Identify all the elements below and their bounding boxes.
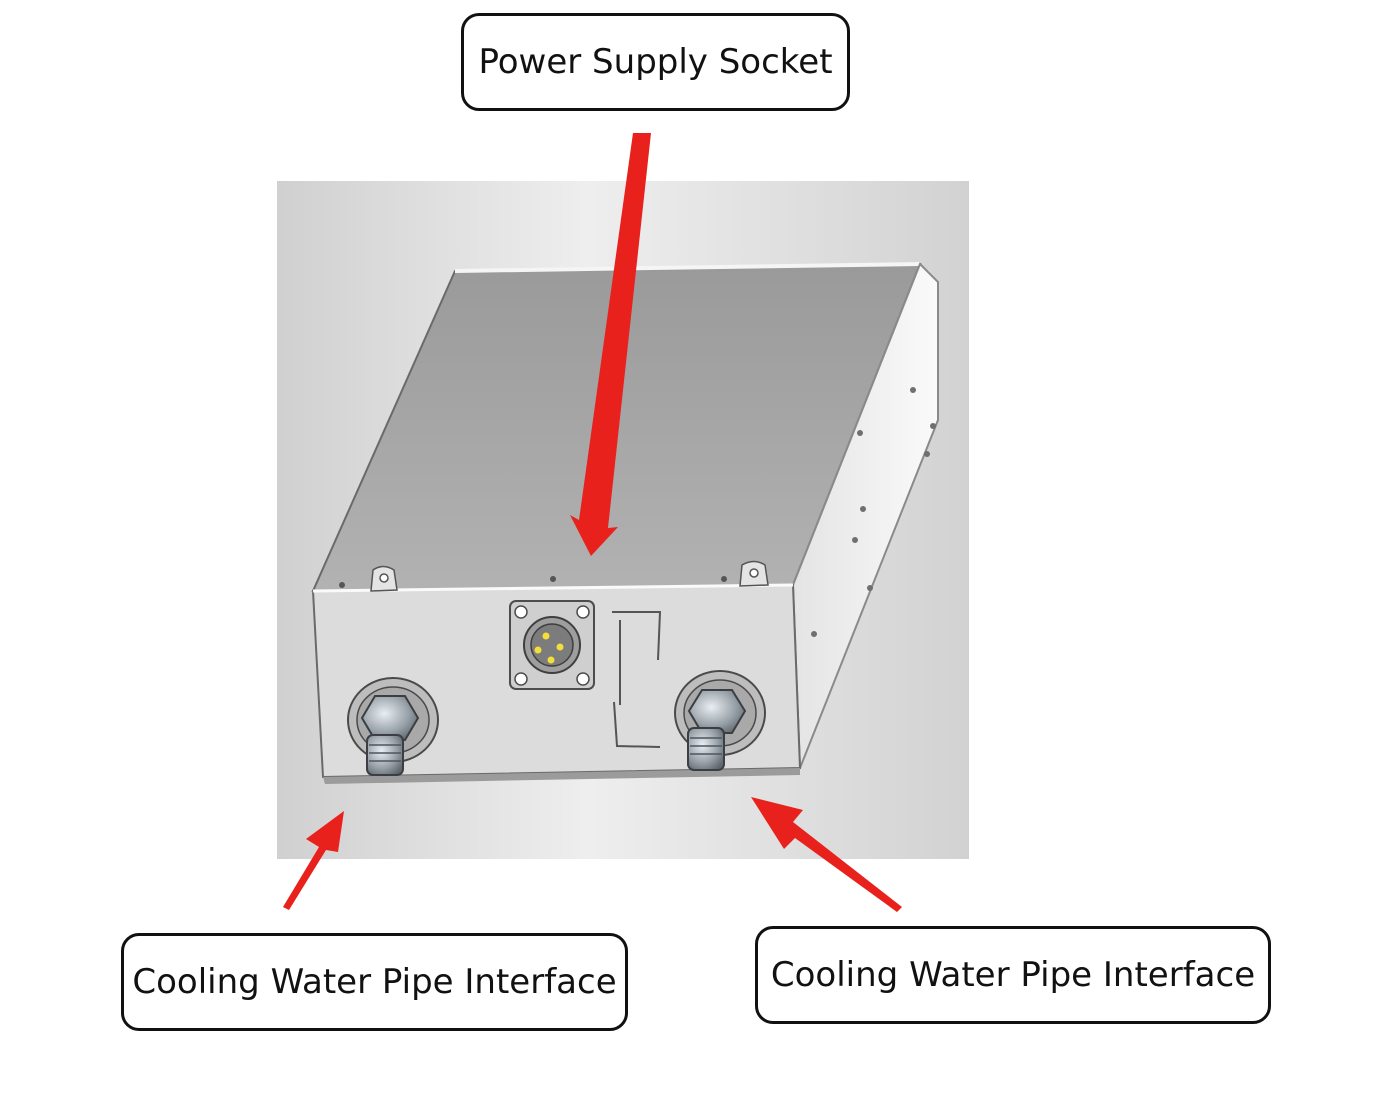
- arrow-to-right-pipe: [751, 797, 902, 912]
- front-panel-bracket: [612, 611, 662, 748]
- cooling-water-right-text: Cooling Water Pipe Interface: [770, 955, 1256, 995]
- mounting-tabs: [339, 560, 769, 592]
- cooling-water-pipe-interface-right-label: Cooling Water Pipe Interface: [755, 926, 1271, 1024]
- power-supply-socket-text: Power Supply Socket: [478, 42, 833, 82]
- power-supply-socket-label: Power Supply Socket: [461, 13, 850, 111]
- enclosure-side-panel: [791, 262, 939, 769]
- left-hex-pipe-fitting-icon: [347, 677, 439, 776]
- side-panel-holes: [811, 387, 936, 637]
- cooling-water-pipe-interface-left-label: Cooling Water Pipe Interface: [121, 933, 628, 1031]
- four-pin-power-connector-icon: [509, 600, 595, 690]
- arrow-to-left-pipe: [283, 811, 344, 910]
- arrow-to-power-socket: [570, 133, 651, 556]
- right-hex-pipe-fitting-icon: [674, 670, 766, 771]
- cooling-water-left-text: Cooling Water Pipe Interface: [132, 962, 617, 1002]
